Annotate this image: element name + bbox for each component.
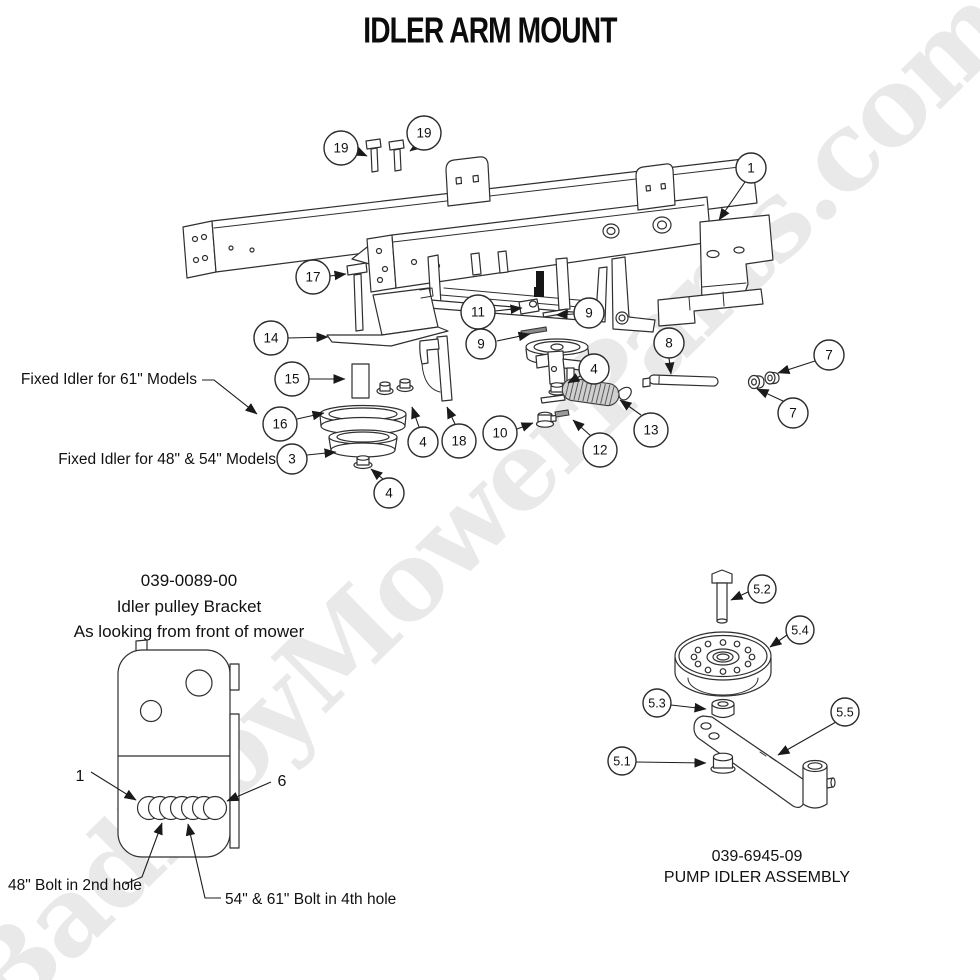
svg-text:18: 18 [451, 434, 466, 449]
callout-17: 17 [295, 259, 331, 295]
svg-text:4: 4 [590, 362, 598, 377]
pump-idler-bolt [711, 569, 733, 624]
pivot-rod-8 [642, 374, 719, 388]
callout-5-4: 5.4 [785, 615, 815, 645]
bracket-callout-6: 6 [278, 773, 287, 790]
callout-1: 1 [735, 152, 767, 184]
svg-text:5.4: 5.4 [791, 623, 808, 637]
pulley-holes [690, 639, 756, 675]
frame-weldment [182, 156, 774, 333]
svg-text:9: 9 [585, 306, 593, 321]
svg-text:7: 7 [825, 348, 833, 363]
svg-text:9: 9 [477, 337, 485, 352]
bracket-18 [419, 335, 453, 402]
callout-4a: 4 [578, 353, 610, 385]
label-fixed-idler-61: Fixed Idler for 61" Models [21, 371, 197, 388]
callout-15: 15 [274, 361, 310, 397]
callout-5-1: 5.1 [607, 746, 637, 776]
svg-text:5.2: 5.2 [753, 582, 770, 596]
svg-text:14: 14 [263, 331, 279, 346]
page-title: IDLER ARM MOUNT [363, 9, 617, 51]
svg-text:1: 1 [747, 161, 755, 176]
callout-18: 18 [441, 423, 477, 459]
note-48-bolt: 48" Bolt in 2nd hole [8, 877, 142, 894]
note-54-61-bolt: 54" & 61" Bolt in 4th hole [225, 891, 396, 908]
pump-idler-arm [693, 715, 836, 809]
label-fixed-idler-48-54: Fixed Idler for 48" & 54" Models [58, 451, 276, 468]
callout-9b: 9 [465, 328, 497, 360]
lock-nuts-7 [747, 371, 780, 390]
pump-idler-pulley [674, 631, 772, 697]
pump-callouts: 5.2 5.4 5.3 5.5 5.1 [607, 574, 860, 776]
svg-text:5.1: 5.1 [613, 754, 630, 768]
fixed-idler-pulley-61 [319, 404, 407, 436]
svg-text:11: 11 [471, 305, 485, 320]
pump-idler-nut [710, 752, 736, 774]
callout-5-5: 5.5 [830, 697, 860, 727]
svg-text:10: 10 [492, 426, 507, 441]
svg-text:17: 17 [305, 270, 320, 285]
callout-11: 11 [460, 294, 496, 330]
pump-idler-assembly: 5.2 5.4 5.3 5.5 5.1 039-6945-09 PUMP IDL… [607, 569, 860, 886]
callout-9a: 9 [573, 297, 605, 329]
idler-bolt-17 [346, 262, 368, 332]
callout-13: 13 [633, 412, 669, 448]
spacer-15 [351, 363, 370, 399]
bracket-part-name: Idler pulley Bracket [117, 597, 262, 616]
svg-text:7: 7 [789, 406, 797, 421]
idler-bracket-14 [326, 287, 449, 347]
callout-19a: 19 [323, 130, 359, 166]
callout-8: 8 [653, 327, 685, 359]
bracket-detail: 039-0089-00 Idler pulley Bracket As look… [8, 571, 396, 908]
bracket-part-number: 039-0089-00 [141, 571, 237, 590]
callout-19b: 19 [406, 115, 442, 151]
svg-text:3: 3 [288, 452, 296, 467]
callout-14: 14 [253, 320, 289, 356]
mount-bolts-19 [365, 138, 405, 173]
callout-5-2: 5.2 [747, 574, 777, 604]
fixed-idler-pulley-48-54 [328, 429, 398, 470]
pump-part-number: 039-6945-09 [712, 848, 803, 865]
svg-text:5.3: 5.3 [648, 696, 665, 710]
callout-5-3: 5.3 [642, 688, 672, 718]
callout-7b: 7 [777, 397, 809, 429]
callout-4b: 4 [407, 426, 439, 458]
svg-text:5.5: 5.5 [836, 705, 853, 719]
bracket-drawing [117, 639, 240, 858]
bracket-caption: As looking from front of mower [74, 622, 305, 641]
flange-nuts-4 [376, 378, 414, 396]
carriage-bolt [536, 271, 544, 297]
callout-10: 10 [482, 415, 518, 451]
pump-part-name: PUMP IDLER ASSEMBLY [664, 869, 850, 886]
callout-12: 12 [582, 432, 618, 468]
svg-text:8: 8 [665, 336, 673, 351]
pump-idler-spacer [711, 698, 735, 719]
svg-text:13: 13 [643, 423, 658, 438]
callout-3: 3 [276, 443, 308, 475]
svg-text:12: 12 [592, 443, 607, 458]
svg-text:15: 15 [284, 372, 299, 387]
svg-text:19: 19 [416, 126, 431, 141]
leader-lines [202, 140, 816, 481]
main-diagram: 19 19 1 17 11 9 9 14 8 7 7 15 4 16 4 18 … [21, 115, 845, 509]
bracket-callout-1: 1 [76, 768, 85, 785]
callout-16: 16 [262, 406, 298, 442]
svg-text:4: 4 [385, 486, 393, 501]
nut-10-and-clip-12 [535, 409, 570, 428]
svg-text:16: 16 [272, 417, 287, 432]
svg-text:4: 4 [419, 435, 427, 450]
callouts: 19 19 1 17 11 9 9 14 8 7 7 15 4 16 4 18 … [253, 115, 845, 509]
svg-text:19: 19 [333, 141, 348, 156]
callout-4c: 4 [373, 477, 405, 509]
scalloped-slot [136, 795, 228, 821]
callout-7a: 7 [813, 339, 845, 371]
